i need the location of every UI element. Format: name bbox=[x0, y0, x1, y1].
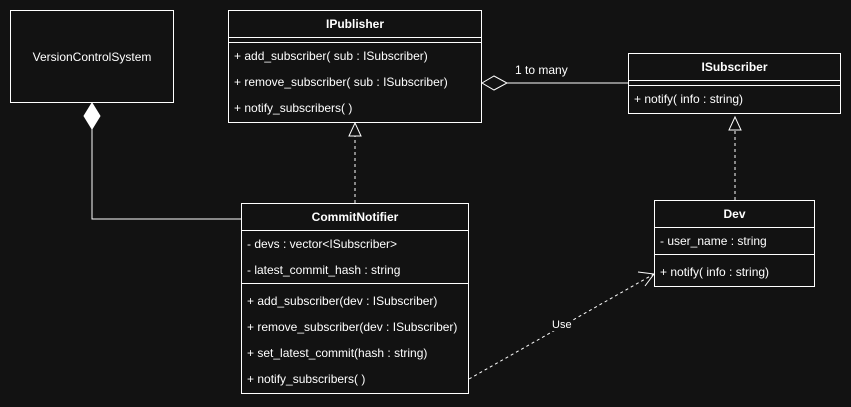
method-row: + add_subscriber(dev : ISubscriber) bbox=[247, 294, 438, 308]
method-row: + set_latest_commit(hash : string) bbox=[247, 346, 428, 360]
class-title: Dev bbox=[655, 201, 814, 228]
class-ipublisher[interactable]: IPublisher + add_subscriber( sub : ISubs… bbox=[228, 10, 482, 123]
composition-line bbox=[91, 129, 241, 220]
attribute-row: - user_name : string bbox=[660, 234, 767, 248]
use-arrowhead bbox=[637, 271, 655, 287]
aggregation-label: 1 to many bbox=[515, 63, 568, 77]
class-dev[interactable]: Dev - user_name : string + notify( info … bbox=[654, 200, 815, 287]
class-title: CommitNotifier bbox=[242, 204, 468, 231]
compartment-divider bbox=[242, 283, 468, 288]
use-label: Use bbox=[551, 319, 573, 331]
class-commit-notifier[interactable]: CommitNotifier - devs : vector<ISubscrib… bbox=[241, 203, 469, 394]
attribute-compartment bbox=[229, 38, 481, 43]
method-row: + notify( info : string) bbox=[660, 265, 770, 279]
method-row: + remove_subscriber( sub : ISubscriber) bbox=[234, 75, 448, 89]
realization-arrowhead-subscriber bbox=[728, 115, 742, 131]
method-row: + notify_subscribers( ) bbox=[247, 372, 366, 386]
attribute-compartment bbox=[629, 81, 840, 86]
compartment-divider bbox=[655, 254, 814, 259]
class-title: ISubscriber bbox=[629, 54, 840, 81]
method-row: + notify( info : string) bbox=[634, 92, 744, 106]
class-isubscriber[interactable]: ISubscriber + notify( info : string) bbox=[628, 53, 841, 114]
composition-diamond bbox=[83, 102, 101, 130]
attribute-row: - latest_commit_hash : string bbox=[247, 263, 401, 277]
method-row: + notify_subscribers( ) bbox=[234, 101, 353, 115]
realization-arrowhead-publisher bbox=[348, 121, 362, 137]
method-row: + add_subscriber( sub : ISubscriber) bbox=[234, 49, 428, 63]
aggregation-diamond bbox=[481, 75, 509, 91]
attribute-row: - devs : vector<ISubscriber> bbox=[247, 237, 398, 251]
class-title: IPublisher bbox=[229, 11, 481, 38]
class-version-control-system[interactable]: VersionControlSystem bbox=[10, 10, 174, 103]
class-title: VersionControlSystem bbox=[32, 49, 152, 64]
method-row: + remove_subscriber(dev : ISubscriber) bbox=[247, 320, 458, 334]
